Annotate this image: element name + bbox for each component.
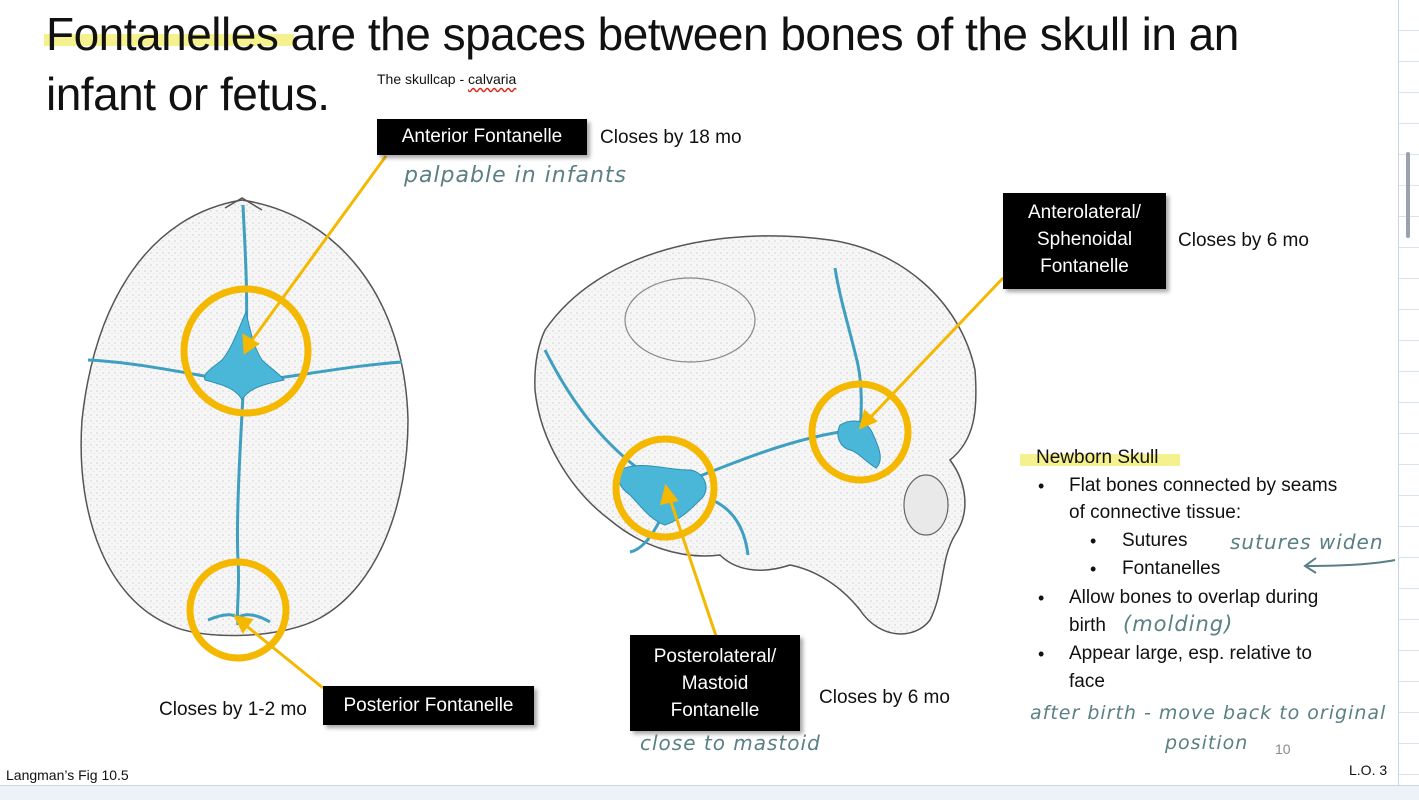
handwritten-after-birth: after birth - move back to original bbox=[1030, 702, 1387, 724]
handwritten-position: position bbox=[1165, 732, 1249, 754]
bullet-2-line-2: birth bbox=[1069, 615, 1106, 636]
skull-diagram bbox=[80, 141, 1396, 690]
slide-title: Fontanelles are the spaces between bones… bbox=[46, 8, 1239, 120]
bullet-1-line-1: Flat bones connected by seams bbox=[1069, 475, 1338, 496]
newborn-heading: Newborn Skull bbox=[1036, 447, 1159, 468]
figure-source: Langman’s Fig 10.5 bbox=[6, 767, 129, 783]
page-number: 10 bbox=[1275, 741, 1291, 757]
handwritten-palpable: palpable in infants bbox=[404, 163, 627, 188]
anterolateral-fontanelle-label: Anterolateral/ Sphenoidal Fontanelle bbox=[1003, 193, 1166, 289]
anterior-fontanelle-text: Anterior Fontanelle bbox=[401, 126, 563, 147]
posterior-closes-note: Closes by 1-2 mo bbox=[159, 699, 307, 720]
sub-bullet-fontanelles: Fontanelles bbox=[1122, 558, 1221, 579]
heading-highlight bbox=[1020, 454, 1180, 466]
anterior-fontanelle-label: Anterior Fontanelle bbox=[377, 119, 587, 155]
posterior-fontanelle-label: Posterior Fontanelle bbox=[323, 686, 534, 725]
notebook-margin bbox=[1398, 0, 1419, 799]
anterolateral-line-2: Sphenoidal bbox=[1036, 229, 1133, 250]
sub-bullet: • bbox=[1090, 531, 1097, 551]
handwritten-molding: (molding) bbox=[1123, 612, 1234, 636]
pointer-arrows bbox=[233, 155, 1005, 690]
anterolateral-line-3: Fontanelle bbox=[1040, 256, 1129, 277]
bullet: • bbox=[1038, 644, 1045, 664]
highlight-circles bbox=[180, 285, 912, 662]
posterolateral-line-3: Fontanelle bbox=[670, 700, 760, 721]
anterior-closes-note: Closes by 18 mo bbox=[600, 127, 742, 148]
bullet-2-line-1: Allow bones to overlap during bbox=[1069, 587, 1319, 608]
anterolateral-line-1: Anterolateral/ bbox=[1027, 202, 1141, 223]
bullet-3-line-1: Appear large, esp. relative to bbox=[1069, 643, 1312, 664]
learning-objective: L.O. 3 bbox=[1349, 762, 1388, 778]
posterolateral-line-2: Mastoid bbox=[681, 673, 749, 694]
skullcap-term: calvaria bbox=[468, 71, 517, 87]
bottom-edge bbox=[0, 785, 1419, 800]
posterolateral-line-1: Posterolateral/ bbox=[653, 646, 777, 667]
posterior-fontanelle-text: Posterior Fontanelle bbox=[343, 695, 514, 716]
bullet-1-line-2: of connective tissue: bbox=[1069, 502, 1242, 523]
bullet: • bbox=[1038, 476, 1045, 496]
title-highlight bbox=[44, 34, 294, 46]
handwritten-sutures-widen: sutures widen bbox=[1230, 530, 1384, 554]
sub-bullet-sutures: Sutures bbox=[1122, 530, 1188, 551]
anterolateral-closes-note: Closes by 6 mo bbox=[1178, 230, 1309, 251]
handwritten-close-to-mastoid: close to mastoid bbox=[640, 731, 821, 755]
scrollbar-thumb[interactable] bbox=[1406, 152, 1410, 238]
sub-bullet: • bbox=[1090, 559, 1097, 579]
skullcap-note: The skullcap - calvaria bbox=[377, 71, 516, 87]
handwritten-arrow bbox=[1303, 557, 1396, 574]
slide: Fontanelles are the spaces between bones… bbox=[6, 8, 1396, 783]
skull-top-view bbox=[80, 197, 409, 637]
skullcap-prefix: The skullcap - bbox=[377, 71, 469, 87]
bullet: • bbox=[1038, 588, 1045, 608]
posterolateral-closes-note: Closes by 6 mo bbox=[819, 687, 950, 708]
bullet-3-line-2: face bbox=[1069, 671, 1105, 692]
posterolateral-fontanelle-label: Posterolateral/ Mastoid Fontanelle bbox=[630, 635, 800, 731]
